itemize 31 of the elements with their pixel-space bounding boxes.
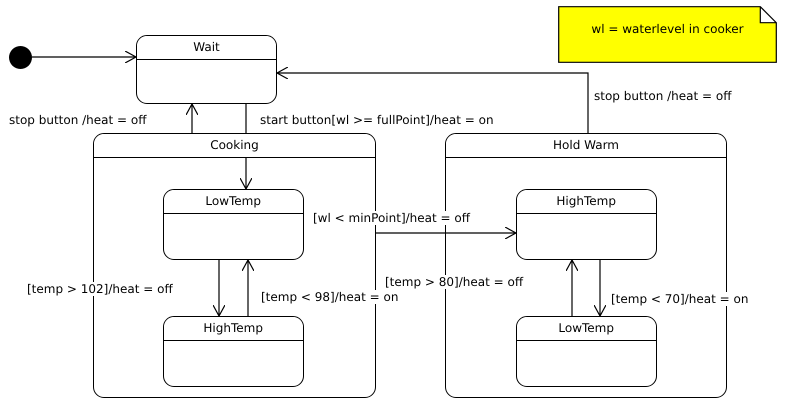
state-box	[136, 35, 277, 104]
state-name: Hold Warm	[446, 134, 726, 158]
edge-label: stop button /heat = off	[8, 113, 148, 127]
edge-label: [temp > 102]/heat = off	[26, 282, 174, 296]
transition-arrow	[241, 259, 255, 316]
edge-label: [temp < 98]/heat = on	[260, 290, 400, 304]
state-name: HighTemp	[164, 316, 303, 341]
state-box	[516, 188, 657, 260]
edge-label: [temp > 80]/heat = off	[384, 275, 524, 289]
state-name: Wait	[137, 36, 276, 60]
transition-arrow	[32, 50, 137, 64]
transition-arrow	[376, 226, 517, 240]
state-name: Cooking	[94, 134, 375, 158]
state-box	[516, 316, 657, 387]
state-box	[162, 316, 304, 387]
state-name: LowTemp	[516, 316, 656, 341]
transition-arrow	[212, 260, 226, 317]
note	[558, 6, 777, 63]
transition-arrow	[276, 66, 589, 133]
transition-arrow	[565, 259, 579, 316]
state-box	[162, 188, 304, 260]
state-name: HighTemp	[516, 190, 656, 214]
initial-state-dot	[9, 46, 32, 69]
edge-label: [temp < 70]/heat = on	[610, 292, 750, 306]
note-text: wl = waterlevel in cooker	[590, 22, 745, 36]
transition-arrow	[593, 260, 607, 317]
state-name: LowTemp	[164, 190, 303, 214]
edge-label: stop button /heat = off	[593, 89, 733, 103]
transition-arrow	[185, 103, 199, 133]
edge-label: [wl < minPoint]/heat = off	[312, 211, 472, 225]
edge-label: start button[wl >= fullPoint]/heat = on	[259, 113, 495, 127]
